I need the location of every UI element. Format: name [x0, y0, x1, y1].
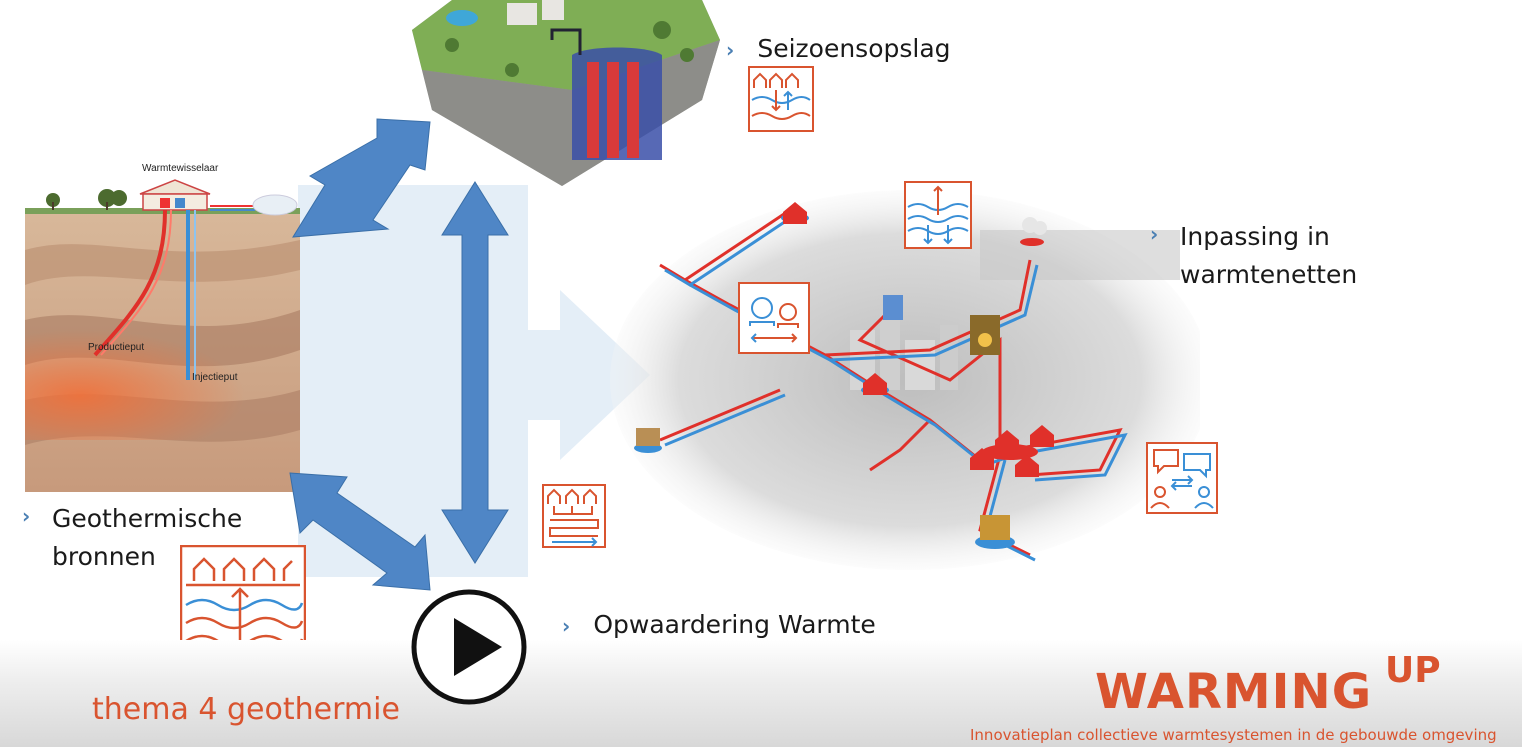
arrow-vertical	[441, 181, 509, 564]
seasonal-storage-illustration	[412, 0, 720, 186]
chevron-right-icon: ›	[22, 504, 31, 528]
seasonal-storage-icon	[748, 66, 814, 132]
geothermal-cross-section	[25, 179, 300, 492]
label-injectieput: Injectieput	[192, 372, 238, 383]
chevron-right-icon: ›	[726, 38, 735, 62]
heat-upgrade-icon	[738, 282, 810, 354]
bullet-seizoensopslag: › Seizoensopslag	[726, 30, 951, 68]
label-seizoensopslag: Seizoensopslag	[757, 34, 951, 63]
chevron-right-icon: ›	[562, 614, 571, 638]
label-warmtewisselaar: Warmtewisselaar	[142, 163, 219, 174]
arrow-geo-to-upgrade	[289, 472, 431, 591]
city-heat-network-illustration	[610, 190, 1200, 570]
bullet-opwaardering: › Opwaardering Warmte	[562, 606, 876, 644]
footer-band	[0, 640, 1522, 747]
heat-network-icon	[542, 484, 606, 548]
chevron-right-icon: ›	[1150, 222, 1159, 246]
label-inpassing-line1: Inpassing in	[1180, 222, 1330, 251]
bullet-inpassing: › Inpassing in warmtenetten	[1150, 218, 1410, 294]
label-opwaardering: Opwaardering Warmte	[593, 610, 876, 639]
brand-tagline: Innovatieplan collectieve warmtesystemen…	[970, 726, 1497, 744]
arrow-geo-to-storage	[292, 118, 431, 238]
brand-main: WARMING	[1095, 664, 1373, 720]
theme-title: thema 4 geothermie	[92, 692, 400, 727]
label-productieput: Productieput	[88, 342, 145, 353]
stakeholders-icon	[1146, 442, 1218, 514]
brand-sup: UP	[1385, 650, 1441, 691]
label-inpassing-line2: warmtenetten	[1180, 260, 1358, 289]
water-heat-icon	[904, 181, 972, 249]
bullet-geothermische: › Geothermische bronnen	[22, 500, 262, 576]
label-geothermische-line1: Geothermische	[52, 504, 243, 533]
label-geothermische-line2: bronnen	[52, 542, 156, 571]
brand-logo: WARMING UP	[1095, 650, 1495, 720]
play-icon[interactable]	[410, 588, 528, 706]
big-flow-arrow	[520, 290, 650, 460]
